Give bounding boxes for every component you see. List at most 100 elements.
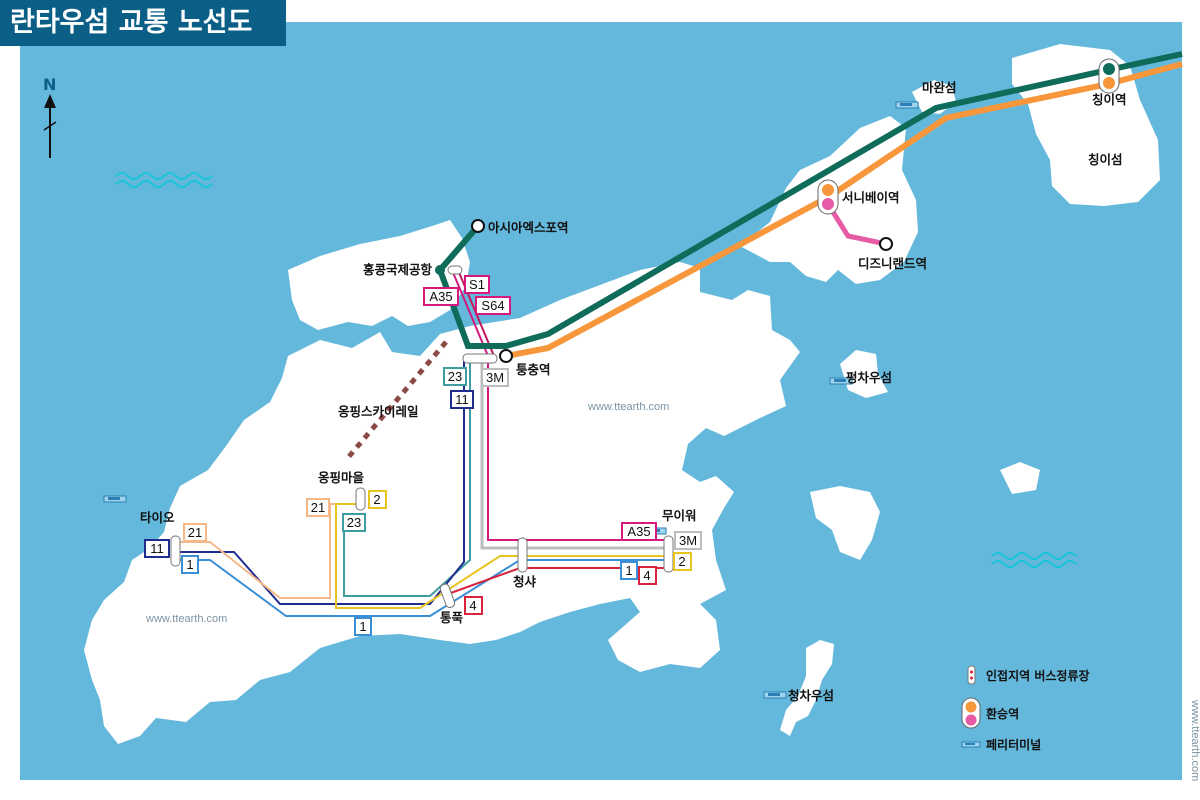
- svg-text:1: 1: [186, 557, 193, 572]
- legend-bus-stop: 인접지역 버스정류장: [967, 665, 1090, 685]
- route-badge-a35-mui-wo[interactable]: A35: [621, 522, 657, 541]
- mtr-stations: [435, 58, 1120, 363]
- svg-text:1: 1: [625, 563, 632, 578]
- label-ngong-ping-village: 옹핑마을: [318, 470, 365, 485]
- bus-stop-tung-chung[interactable]: [462, 353, 498, 364]
- bus-stop-tong-fuk[interactable]: [439, 583, 456, 609]
- svg-text:A35: A35: [429, 289, 452, 304]
- svg-text:1: 1: [359, 619, 366, 634]
- label-ngong-ping-cable: 옹핑스카이레일: [338, 404, 419, 419]
- route-badge-4-tong-fuk[interactable]: 4: [464, 596, 483, 615]
- hei-ling-chau-island: [810, 486, 880, 560]
- route-badge-3m-mui-wo[interactable]: 3M: [674, 531, 702, 550]
- route-badge-1-tai-o[interactable]: 1: [181, 555, 199, 574]
- svg-text:A35: A35: [627, 524, 650, 539]
- station-sunny-bay[interactable]: [817, 179, 839, 215]
- route-badge-2-ngong-ping[interactable]: 2: [368, 490, 387, 509]
- route-badge-s1[interactable]: S1: [464, 275, 490, 294]
- bus-stop-mui-wo[interactable]: [663, 535, 674, 573]
- station-airport[interactable]: [435, 265, 445, 275]
- station-tsing-yi[interactable]: [1098, 58, 1120, 94]
- tung-chung-line: [436, 51, 1183, 349]
- legend-ferry: 페리터미널: [961, 737, 1041, 752]
- route-badge-1-south[interactable]: 1: [354, 617, 372, 636]
- station-asia-expo[interactable]: [471, 219, 485, 233]
- label-ma-wan: 마완섬: [922, 80, 957, 95]
- ferry-icon: [829, 377, 853, 385]
- sunshine-island: [1000, 462, 1040, 494]
- station-disneyland[interactable]: [879, 237, 893, 251]
- svg-text:S1: S1: [469, 277, 485, 292]
- route-badge-4-mui-wo[interactable]: 4: [638, 566, 657, 585]
- label-cheung-sha: 청샤: [513, 574, 537, 589]
- lantau-island: [84, 262, 800, 744]
- watermark-southwest: www.ttearth.com: [145, 613, 227, 625]
- legend-interchange: 환승역: [961, 697, 1019, 729]
- label-sunny-bay: 서니베이역: [842, 190, 900, 205]
- ferry-icon: [961, 741, 981, 748]
- svg-text:4: 4: [643, 568, 650, 583]
- peng-chau-island: [840, 350, 888, 398]
- bus-stop-tai-o[interactable]: [170, 535, 181, 567]
- svg-text:3M: 3M: [486, 370, 504, 385]
- ferry-icon: [895, 101, 919, 109]
- svg-text:인접지역 버스정류장: 인접지역 버스정류장: [986, 668, 1090, 683]
- svg-text:3M: 3M: [679, 533, 697, 548]
- svg-text:11: 11: [455, 392, 469, 407]
- label-tsing-yi-station: 칭이역: [1092, 92, 1127, 107]
- route-badge-2-mui-wo[interactable]: 2: [673, 552, 692, 571]
- svg-text:23: 23: [448, 369, 462, 384]
- svg-text:2: 2: [678, 554, 685, 569]
- label-asia-expo: 아시아엑스포역: [488, 220, 569, 235]
- label-peng-chau: 펑차우섬: [846, 370, 892, 385]
- bus-stop-cheung-sha[interactable]: [517, 537, 528, 573]
- svg-text:S64: S64: [481, 298, 504, 313]
- station-tung-chung[interactable]: [499, 349, 513, 363]
- sea-waves: [115, 172, 1077, 568]
- label-tung-chung: 퉁충역: [516, 362, 551, 377]
- route-badge-11-tai-o[interactable]: 11: [144, 539, 170, 558]
- north-label: N: [43, 75, 56, 94]
- label-tai-o: 타이오: [140, 510, 175, 525]
- legend: 인접지역 버스정류장 환승역 페리터미널: [961, 665, 1090, 752]
- ferry-icon: [763, 691, 787, 699]
- north-arrow-icon: N: [43, 75, 57, 158]
- airport-express-line: [505, 61, 1183, 359]
- watermark-side: www.ttearth.com: [1189, 699, 1200, 781]
- route-badge-23-tung-chung[interactable]: 23: [443, 367, 467, 386]
- bus-stop-ngong-ping[interactable]: [355, 487, 366, 511]
- ferry-terminals: [103, 101, 919, 699]
- route-badge-11-tung-chung[interactable]: 11: [450, 390, 474, 409]
- bus-stops: [170, 265, 674, 609]
- place-labels: 아시아엑스포역 홍콩국제공항 퉁충역 옹핑스카이레일 옹핑마을 타이오 통푹 청…: [140, 80, 1127, 703]
- label-mui-wo: 무이워: [662, 508, 697, 523]
- svg-text:23: 23: [347, 515, 361, 530]
- route-badge-1-mui-wo[interactable]: 1: [620, 561, 638, 580]
- route-badge-3m-tung-chung[interactable]: 3M: [481, 368, 509, 387]
- ngong-ping-cable-car: [344, 340, 448, 462]
- bus-stop-airport[interactable]: [447, 265, 463, 275]
- route-badge-21-tai-o[interactable]: 21: [183, 523, 207, 542]
- svg-text:21: 21: [311, 500, 325, 515]
- disneyland-resort-line: [825, 202, 887, 247]
- bus-routes: [176, 269, 668, 617]
- label-disneyland: 디즈니랜드역: [858, 256, 927, 271]
- svg-text:2: 2: [373, 492, 380, 507]
- label-airport: 홍콩국제공항: [363, 262, 433, 277]
- cheung-chau-island: [780, 640, 834, 736]
- route-badge-21-ngong-ping[interactable]: 21: [306, 498, 330, 517]
- label-cheung-chau: 청차우섬: [788, 688, 834, 703]
- svg-text:4: 4: [469, 598, 476, 613]
- route-badge-s64[interactable]: S64: [475, 296, 511, 315]
- route-badge-23-ngong-ping[interactable]: 23: [342, 513, 366, 532]
- watermark-center: www.ttearth.com: [587, 401, 669, 413]
- ferry-icon: [103, 495, 127, 503]
- svg-text:환승역: 환승역: [986, 706, 1019, 721]
- map-title: 란타우섬 교통 노선도: [0, 0, 286, 46]
- label-tong-fuk: 통푹: [440, 610, 464, 625]
- svg-text:21: 21: [188, 525, 202, 540]
- route-badge-a35-airport[interactable]: A35: [423, 287, 459, 306]
- svg-text:11: 11: [150, 541, 164, 556]
- svg-text:페리터미널: 페리터미널: [986, 737, 1041, 752]
